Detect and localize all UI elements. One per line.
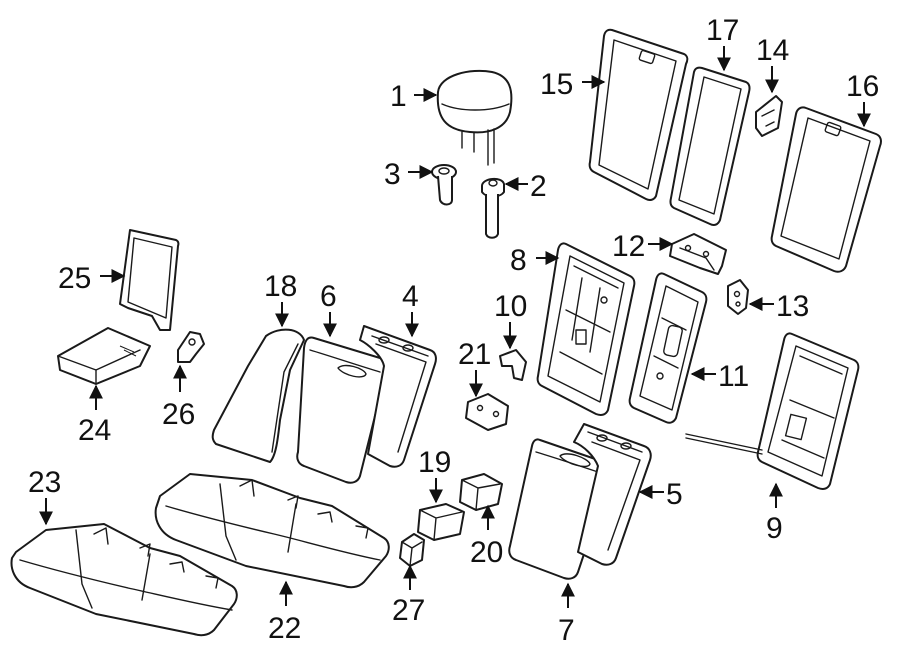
callout-16: 16 [846,70,879,103]
callout-1: 1 [390,80,407,113]
callout-10: 10 [494,290,527,323]
part-clip-14 [755,95,783,137]
callout-27: 27 [392,594,425,627]
part-back-panel-16 [770,106,882,273]
part-seat-cushion-23 [10,523,238,637]
part-side-bolster-18 [211,328,305,463]
part-bracket-13 [727,279,749,315]
callout-20: 20 [470,536,503,569]
part-guide-sleeve-left [431,164,457,206]
part-seat-cushion-22 [154,473,390,589]
part-latch-26 [177,331,205,363]
part-latch-10 [499,349,527,381]
callout-19: 19 [418,446,451,479]
part-frame-8 [536,242,636,416]
part-hinge-cover-21 [465,393,509,431]
part-back-panel-15 [588,28,689,201]
callout-11: 11 [718,360,749,393]
part-back-cover-5 [573,423,652,566]
part-block-19 [417,503,465,541]
part-headrest [436,69,513,166]
callout-5: 5 [666,478,683,511]
callout-23: 23 [28,466,61,499]
callout-18: 18 [264,270,297,303]
leader-lines [39,46,871,608]
callout-17: 17 [706,14,739,47]
part-armrest-cushion-24 [57,327,151,385]
part-armrest-panel-25 [119,229,180,331]
callout-2: 2 [530,170,547,203]
callout-14: 14 [756,34,789,67]
callout-3: 3 [384,158,401,191]
callout-24: 24 [78,414,111,447]
part-guide-sleeve-right [481,178,505,239]
callout-4: 4 [402,280,419,313]
callout-labels: 1 2 3 4 5 6 7 8 9 10 11 12 13 14 15 16 1… [28,14,879,647]
callout-6: 6 [320,280,337,313]
callout-13: 13 [776,290,809,323]
part-back-panel-17 [669,66,751,226]
part-latch-block-20 [459,473,503,511]
part-frame-9 [685,332,860,490]
callout-25: 25 [58,262,91,295]
callout-21: 21 [458,338,491,371]
callout-7: 7 [558,614,575,647]
callout-9: 9 [766,512,783,545]
part-back-cover-4 [359,325,437,468]
callout-26: 26 [162,398,195,431]
callout-12: 12 [612,230,645,263]
part-bracket-12 [669,233,727,275]
part-back-cushion-6 [296,336,388,484]
callout-8: 8 [510,244,527,277]
part-frame-11 [628,272,708,424]
callout-22: 22 [268,612,301,645]
callout-15: 15 [540,68,573,101]
part-cap-27 [399,533,425,567]
